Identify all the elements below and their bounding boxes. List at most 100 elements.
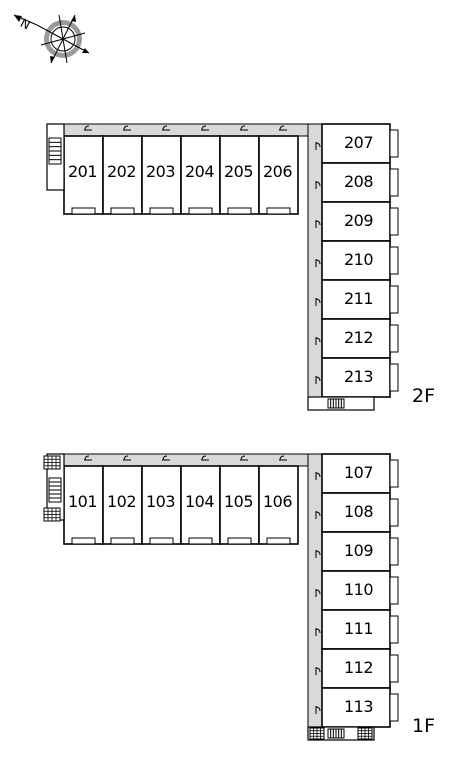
door-icon xyxy=(123,125,131,131)
corridor-vertical xyxy=(307,453,323,729)
balcony xyxy=(389,285,399,314)
room-label-109: 109 xyxy=(344,541,374,560)
door-icon xyxy=(201,125,209,131)
door-icon xyxy=(315,337,321,345)
door-icon xyxy=(315,142,321,150)
room-unit xyxy=(141,465,182,545)
door-icon xyxy=(315,181,321,189)
corridor-vertical xyxy=(307,123,323,399)
room-unit xyxy=(141,135,182,215)
door-icon xyxy=(162,125,170,131)
room-label-209: 209 xyxy=(344,211,374,230)
room-label-107: 107 xyxy=(344,463,374,482)
balcony xyxy=(389,129,399,158)
balcony xyxy=(389,537,399,566)
room-label-106: 106 xyxy=(263,492,293,511)
room-label-105: 105 xyxy=(224,492,254,511)
room-label-113: 113 xyxy=(344,697,374,716)
room-label-103: 103 xyxy=(146,492,176,511)
balcony xyxy=(389,246,399,275)
room-label-206: 206 xyxy=(263,162,293,181)
balcony xyxy=(389,498,399,527)
room-unit xyxy=(321,279,391,320)
door-icon xyxy=(123,455,131,461)
room-unit xyxy=(219,135,260,215)
grating-icon xyxy=(309,727,325,740)
door-icon xyxy=(315,667,321,675)
room-label-203: 203 xyxy=(146,162,176,181)
room-label-201: 201 xyxy=(68,162,98,181)
stairs-icon xyxy=(327,398,345,409)
balcony xyxy=(71,207,96,215)
room-label-112: 112 xyxy=(344,658,374,677)
balcony xyxy=(227,537,252,545)
door-icon xyxy=(315,472,321,480)
room-label-111: 111 xyxy=(344,619,374,638)
room-label-102: 102 xyxy=(107,492,137,511)
door-icon xyxy=(84,125,92,131)
room-unit xyxy=(258,465,299,545)
floor-label-2F: 2F xyxy=(412,385,436,407)
balcony xyxy=(110,207,135,215)
room-label-207: 207 xyxy=(344,133,374,152)
door-icon xyxy=(315,589,321,597)
balcony xyxy=(71,537,96,545)
room-unit xyxy=(63,135,104,215)
room-label-210: 210 xyxy=(344,250,374,269)
balcony xyxy=(389,168,399,197)
balcony xyxy=(266,537,291,545)
door-icon xyxy=(240,455,248,461)
door-icon xyxy=(279,455,287,461)
room-label-101: 101 xyxy=(68,492,98,511)
balcony xyxy=(149,207,174,215)
balcony xyxy=(389,576,399,605)
door-icon xyxy=(315,511,321,519)
door-icon xyxy=(201,455,209,461)
stairs-icon xyxy=(327,728,345,739)
balcony xyxy=(389,654,399,683)
stairs-icon xyxy=(48,477,62,503)
balcony xyxy=(389,693,399,722)
door-icon xyxy=(315,298,321,306)
door-icon xyxy=(84,455,92,461)
door-icon xyxy=(162,455,170,461)
stairs-icon xyxy=(48,137,62,165)
room-label-202: 202 xyxy=(107,162,137,181)
grating-icon xyxy=(43,507,61,522)
room-unit xyxy=(321,318,391,359)
balcony xyxy=(389,459,399,488)
balcony xyxy=(389,207,399,236)
door-icon xyxy=(315,706,321,714)
door-icon xyxy=(315,259,321,267)
grating-icon xyxy=(43,455,61,470)
door-icon xyxy=(315,376,321,384)
floor-label-1F: 1F xyxy=(412,715,436,737)
room-label-213: 213 xyxy=(344,367,374,386)
door-icon xyxy=(279,125,287,131)
room-unit xyxy=(321,531,391,572)
room-label-208: 208 xyxy=(344,172,374,191)
room-label-212: 212 xyxy=(344,328,374,347)
compass-icon: N xyxy=(13,14,90,64)
balcony xyxy=(389,615,399,644)
room-label-204: 204 xyxy=(185,162,215,181)
door-icon xyxy=(240,125,248,131)
door-icon xyxy=(315,220,321,228)
balcony xyxy=(227,207,252,215)
door-icon xyxy=(315,628,321,636)
balcony xyxy=(389,324,399,353)
balcony xyxy=(266,207,291,215)
room-label-205: 205 xyxy=(224,162,254,181)
balcony xyxy=(110,537,135,545)
room-label-110: 110 xyxy=(344,580,374,599)
room-unit xyxy=(321,570,391,611)
room-label-108: 108 xyxy=(344,502,374,521)
room-unit xyxy=(321,687,391,728)
room-label-211: 211 xyxy=(344,289,374,308)
door-icon xyxy=(315,550,321,558)
room-label-104: 104 xyxy=(185,492,215,511)
balcony xyxy=(389,363,399,392)
grating-icon xyxy=(357,727,373,740)
balcony xyxy=(149,537,174,545)
